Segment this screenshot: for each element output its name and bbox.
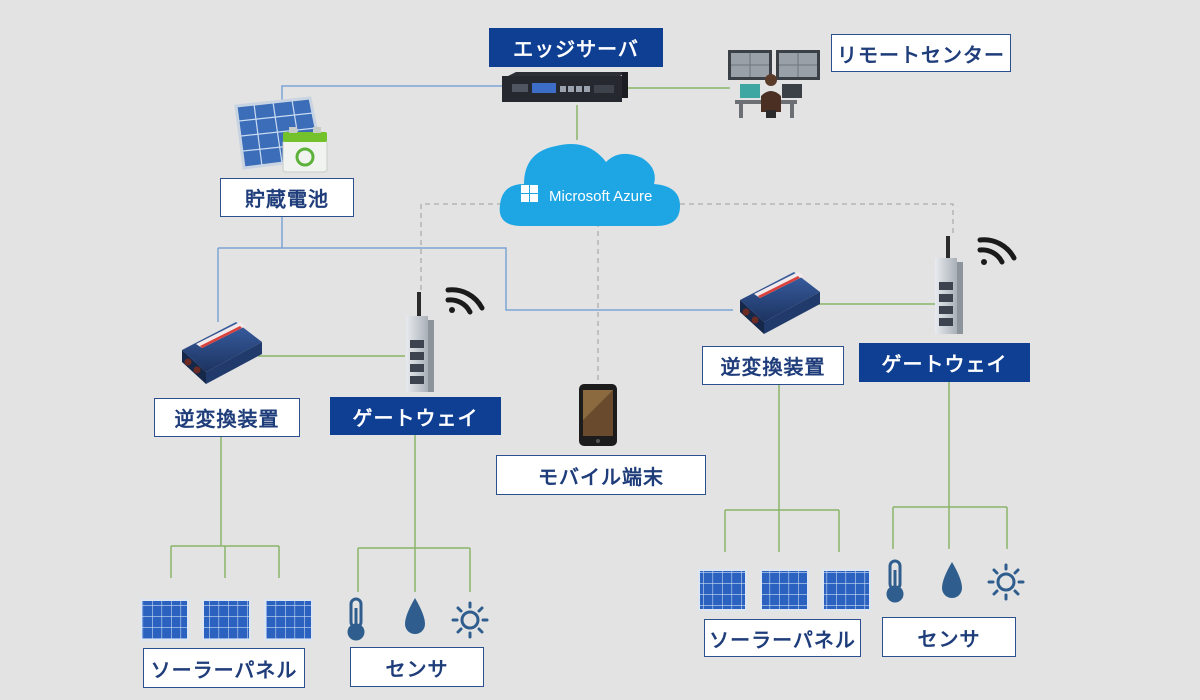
solar-panel-icon [698,569,747,611]
gateway-device-icon [935,236,963,334]
right-inverter-label: 逆変換装置 [702,346,844,385]
line-battery-inverters [217,215,733,322]
wifi-icon [445,287,485,315]
thermometer-icon [347,597,365,641]
windows-logo-icon [521,185,538,202]
right-gateway-label: ゲートウェイ [859,343,1030,382]
solar-panel-icon [264,599,313,641]
storage-battery-label: 貯蔵電池 [220,178,354,217]
right-sensor-label: センサ [882,617,1016,657]
line-right-panels [724,384,840,552]
server-icon [502,72,628,102]
left-inverter-label: 逆変換装置 [154,398,300,437]
line-left-sensors [357,435,471,592]
solar-panel-icon [202,599,251,641]
connection-lines [170,85,1008,592]
gateway-device-icon [406,292,434,392]
mobile-terminal-label: モバイル端末 [496,455,706,495]
inverter-icon [182,322,262,384]
solar-panel-icon [140,599,189,641]
right-solar-panel-label: ソーラーパネル [704,619,861,657]
tablet-icon [579,384,617,446]
cloud-icon [499,144,680,226]
left-sensor-label: センサ [350,647,484,687]
water-drop-icon [942,562,962,598]
left-gateway-label: ゲートウェイ [330,397,501,435]
wifi-icon [977,237,1017,265]
left-solar-panel-label: ソーラーパネル [143,648,305,688]
solar-panel-icon [760,569,809,611]
inverter-icon [740,272,820,334]
line-left-panels [170,436,280,578]
line-cloud-gateways [420,203,954,292]
edge-server-label: エッジサーバ [489,28,663,67]
solar-panel-icon [822,569,871,611]
monitor-operator-icon [728,50,820,118]
sun-icon [451,601,489,639]
thermometer-icon [886,559,904,603]
sun-icon [987,563,1025,601]
cloud-label: Microsoft Azure [549,188,652,205]
water-drop-icon [405,598,425,634]
solar-battery-icon [234,96,328,173]
remote-center-label: リモートセンター [831,34,1011,72]
line-right-sensors [892,382,1008,549]
